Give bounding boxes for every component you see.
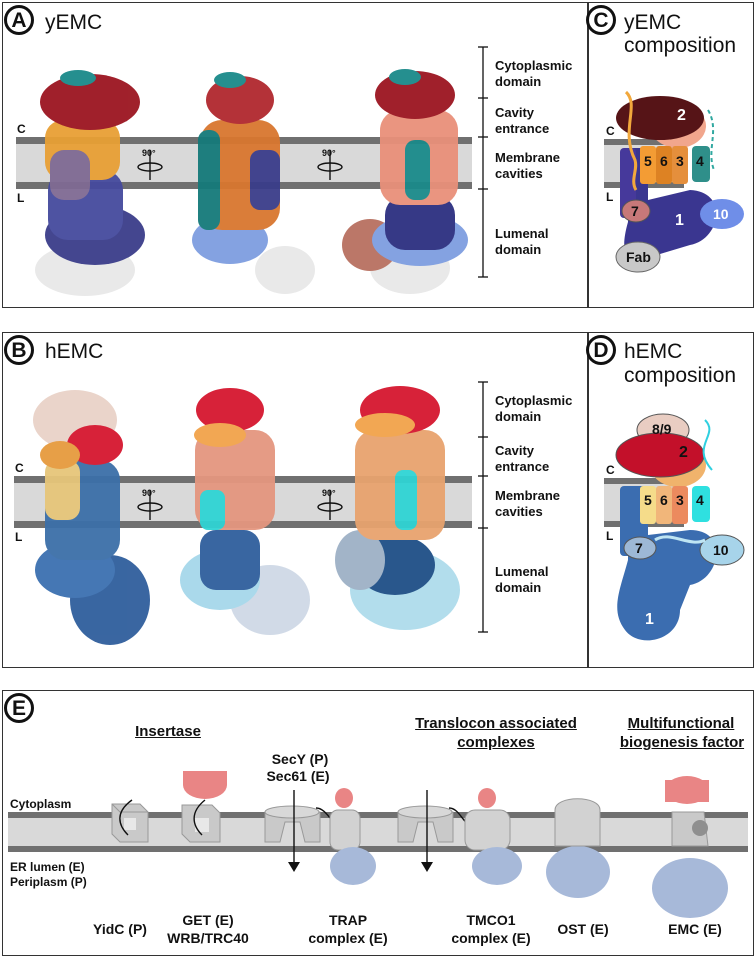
domain-cytoplasmic-b: Cytoplasmic domain [495,393,573,424]
lumen-label-2: Periplasm (P) [10,875,87,889]
domain-cavity-b: Cavity entrance [495,443,550,474]
hemc-structure-side [180,388,310,635]
yemc-structure-side [192,72,315,294]
subunit-6-d: 6 [660,492,668,508]
subunit-2-d: 2 [679,444,688,461]
secy-channel [264,805,321,843]
panel-a-c-label: C [17,122,26,136]
lumen-label-1: ER lumen (E) [10,860,85,874]
panel-d-l-label: L [606,529,614,543]
panel-d-title-2: composition [624,364,737,387]
panel-b-letter: B [4,335,34,365]
subunit-5-c: 5 [644,153,652,169]
subunit-3-c: 3 [676,153,684,169]
subunit-89-d: 8/9 [652,421,672,437]
panel-a-letter: A [4,5,34,35]
domain-cavity-a: Cavity entrance [495,105,550,136]
trap-complex [329,788,376,885]
tmco1-label-2: complex (E) [451,930,531,946]
ost-label: OST (E) [557,921,609,937]
yemc-structure-back [342,69,468,294]
emc-label: EMC (E) [668,921,722,937]
get-protein [181,771,227,843]
panel-c-title-2: composition [624,34,737,57]
domain-lumenal-b: Lumenal domain [495,564,549,595]
subunit-10-c: 10 [713,206,729,222]
emc-complex [652,776,728,918]
tmco1-complex [464,788,522,885]
rotation-arrow-icon [137,150,343,180]
domain-membrane-a: Membrane cavities [495,150,561,181]
panel-a-l-label: L [17,191,25,205]
panel-b-title: hEMC [45,340,104,363]
ost-complex [546,798,610,898]
domain-cytoplasmic-a: Cytoplasmic domain [495,58,573,89]
hemc-structure-front [33,390,150,645]
panel-a-rot1: 90° [142,148,156,158]
get-label-1: GET (E) [182,912,234,928]
subunit-fab-c: Fab [626,249,651,265]
tmco1-label-1: TMCO1 [466,912,516,928]
trap-label-1: TRAP [328,912,368,928]
header-multi-2: biogenesis factor [619,734,745,751]
subunit-2-c: 2 [677,107,686,124]
panel-e-letter: E [4,693,34,723]
yidc-protein [111,803,149,843]
panel-c-l-label: L [606,190,614,204]
hemc-structure-back [335,386,460,630]
domain-membrane-b: Membrane cavities [495,488,561,519]
panel-d-c-label: C [606,463,615,477]
subunit-7-c: 7 [631,203,639,219]
secy-label-1: SecY (P) [271,751,329,767]
panel-b-l-label: L [15,530,23,544]
subunit-7-d: 7 [635,540,643,556]
subunit-5-d: 5 [644,492,652,508]
panel-d-letter: D [586,335,616,365]
header-insertase: Insertase [135,723,201,740]
subunit-4-d: 4 [696,492,704,508]
panel-d-title-1: hEMC [624,340,683,363]
panel-b-rot1: 90° [142,488,156,498]
panel-a-title: yEMC [45,11,103,34]
header-translocon-2: complexes [457,734,535,751]
subunit-1-c: 1 [675,212,684,229]
domain-lumenal-a: Lumenal domain [495,226,549,257]
header-multi-1: Multifunctional [627,715,735,732]
subunit-6-c: 6 [660,153,668,169]
panel-b-rot2: 90° [322,488,336,498]
panel-b-c-label: C [15,461,24,475]
secy-label-2: Sec61 (E) [266,768,330,784]
cytoplasm-label: Cytoplasm [10,797,72,811]
panel-c-title-1: yEMC [624,11,682,34]
yemc-structure-front [35,70,145,296]
secy-channel-2 [397,805,454,843]
header-translocon-1: Translocon associated [415,715,577,732]
panel-c-c-label: C [606,124,615,138]
panel-a-rot2: 90° [322,148,336,158]
subunit-4-c: 4 [696,153,704,169]
trap-label-2: complex (E) [308,930,388,946]
yidc-label: YidC (P) [93,921,147,937]
panel-c-letter: C [586,5,616,35]
get-label-2: WRB/TRC40 [167,930,249,946]
subunit-1-d: 1 [645,611,654,628]
subunit-3-d: 3 [676,492,684,508]
subunit-10-d: 10 [713,542,729,558]
